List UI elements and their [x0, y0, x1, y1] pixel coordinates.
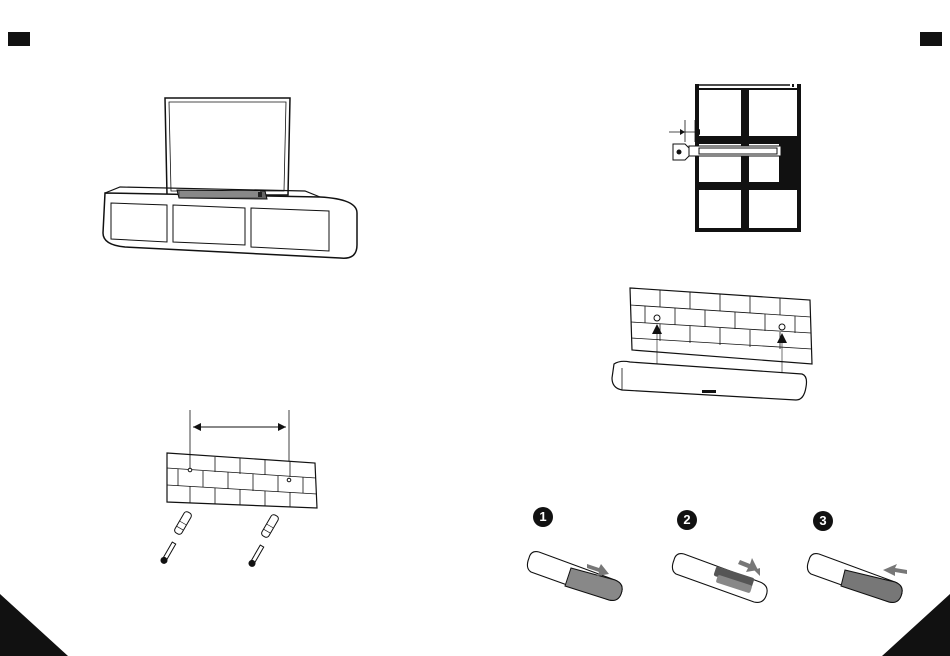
- step-2-badge: 2: [677, 510, 697, 530]
- language-tab-left: [8, 32, 30, 46]
- right-page: 1 2 3: [475, 0, 950, 656]
- wall-plugs-screws-illustration: [158, 508, 278, 568]
- left-page: [0, 0, 475, 656]
- soundbar-wall-mount-illustration: [610, 282, 820, 408]
- step-1-badge: 1: [533, 507, 553, 527]
- corner-decoration-left: [0, 594, 68, 656]
- remote-insert-batteries-illustration: [670, 542, 780, 614]
- bracket-clearance-illustration: [665, 82, 805, 234]
- corner-decoration-right: [882, 594, 950, 656]
- tv-soundbar-stand-illustration: [95, 95, 365, 265]
- remote-open-cover-illustration: [525, 540, 635, 612]
- step-3-badge: 3: [813, 511, 833, 531]
- wall-drill-spacing-illustration: [165, 408, 320, 508]
- language-tab-right: [920, 32, 942, 46]
